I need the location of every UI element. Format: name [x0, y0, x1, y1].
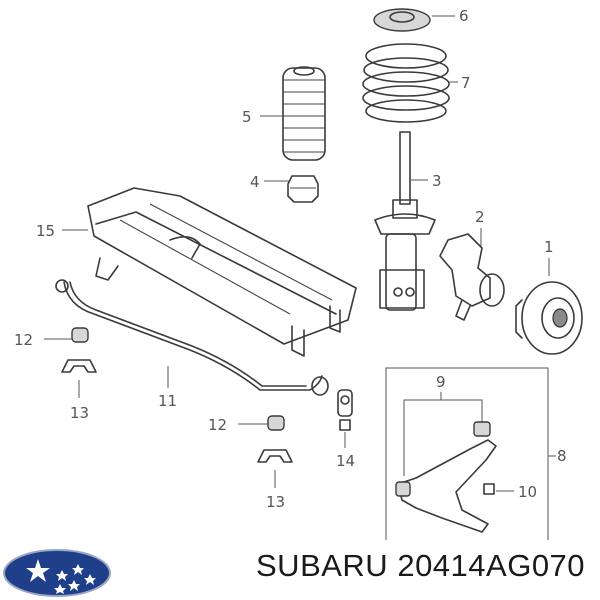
callout-15: 15 — [36, 222, 55, 240]
callout-13b: 13 — [266, 493, 285, 511]
callout-12a: 12 — [14, 331, 33, 349]
stabilizer-bracket-part — [61, 359, 293, 488]
callout-labels: 6 7 5 4 3 2 1 15 12 13 11 12 13 14 9 8 1… — [14, 7, 567, 511]
part-caption: SUBARU 20414AG070 — [256, 548, 585, 584]
callout-4: 4 — [250, 173, 260, 191]
callout-11: 11 — [158, 392, 177, 410]
callout-12b: 12 — [208, 416, 227, 434]
end-link-part — [337, 389, 353, 448]
callout-7: 7 — [461, 74, 471, 92]
strut-part — [374, 131, 436, 311]
stabilizer-bushing-part — [44, 327, 285, 431]
brand-name: SUBARU — [256, 548, 389, 583]
part-number: 20414AG070 — [397, 548, 586, 583]
callout-2: 2 — [475, 208, 485, 226]
callout-13a: 13 — [70, 404, 89, 422]
callout-5: 5 — [242, 108, 252, 126]
dust-boot-part — [260, 66, 326, 161]
stabilizer-bar-part — [55, 279, 329, 396]
crossmember-part — [62, 187, 357, 357]
callout-6: 6 — [459, 7, 469, 25]
coil-spring-part — [362, 43, 458, 123]
steering-knuckle-part — [439, 228, 505, 321]
callout-1: 1 — [544, 238, 554, 256]
subaru-logo-icon — [3, 549, 111, 597]
callout-3: 3 — [432, 172, 442, 190]
callout-9: 9 — [436, 373, 446, 391]
bump-stop-part — [264, 175, 319, 203]
callout-10: 10 — [518, 483, 537, 501]
spring-seat-part — [373, 8, 455, 32]
control-arm-assembly-part — [385, 367, 556, 540]
callout-14: 14 — [336, 452, 355, 470]
hub-bearing-part — [515, 258, 583, 355]
callout-8: 8 — [557, 447, 567, 465]
